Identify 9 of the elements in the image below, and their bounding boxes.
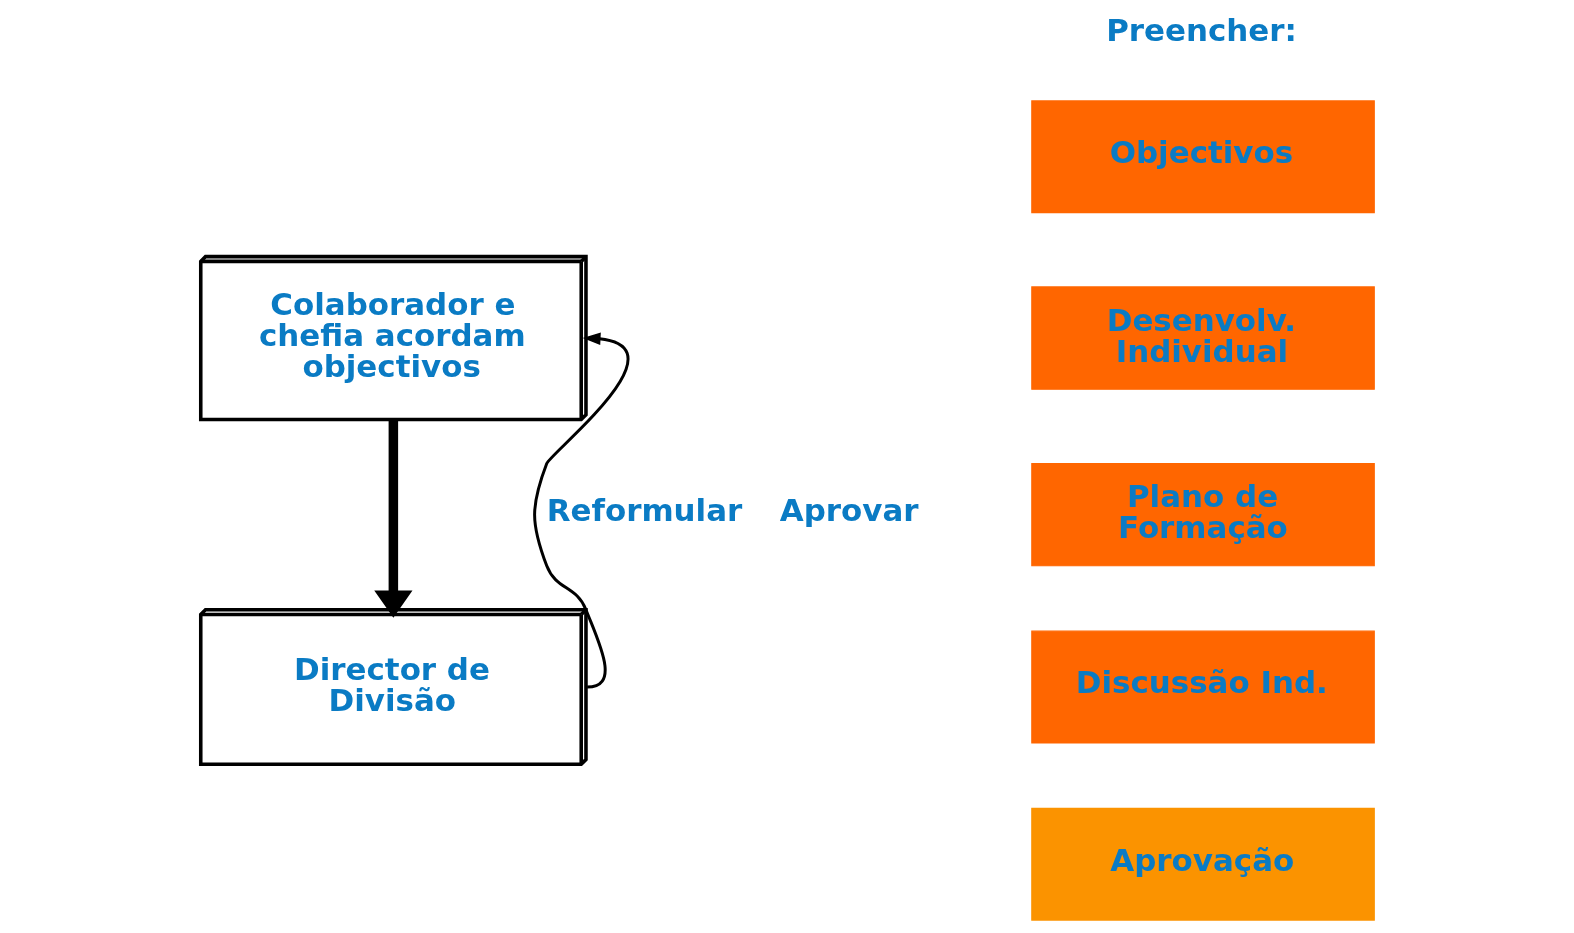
- node-box: Plano de Formação: [1030, 462, 1375, 567]
- edge-label: Reformular: [546, 491, 742, 528]
- node-box: Aprovação: [1030, 807, 1375, 921]
- node-box: Desenvolv. Individual: [1030, 286, 1375, 390]
- arrow: [373, 419, 412, 618]
- label: Preencher:: [1105, 12, 1297, 49]
- node-box: Discussão Ind.: [1030, 630, 1375, 744]
- node-box: Objectivos: [1030, 100, 1375, 214]
- label: Aprovar: [779, 491, 919, 528]
